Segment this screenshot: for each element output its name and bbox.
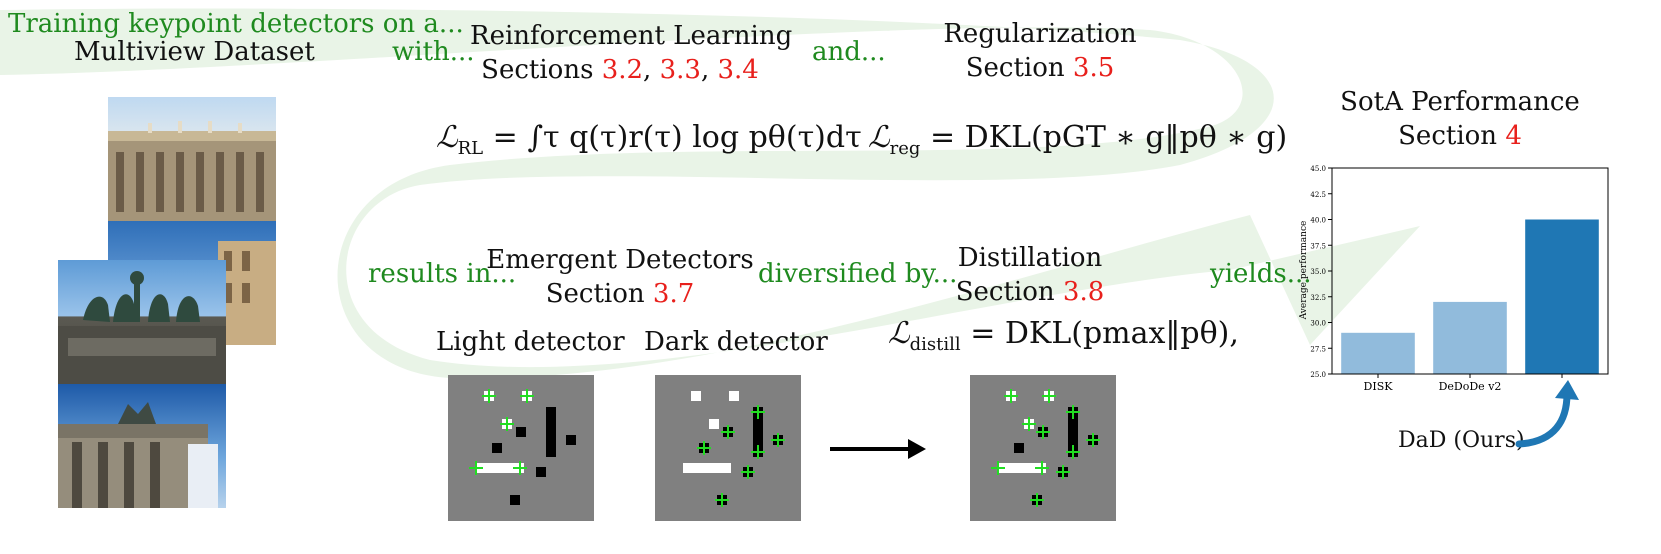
rl-sections: Sections 3.2, 3.3, 3.4 bbox=[481, 55, 759, 85]
rl-formula-rhs: = ∫τ q(τ)r(τ) log pθ(τ)dτ bbox=[492, 120, 862, 155]
basilica-facade-icon bbox=[108, 121, 276, 221]
distill-formula: ℒdistill = DKL(pmax‖pθ), bbox=[888, 316, 1239, 355]
light-detector-label: Light detector bbox=[436, 327, 625, 357]
emergent-section: Section 3.7 bbox=[480, 278, 760, 310]
reg-ref: 3.5 bbox=[1072, 53, 1115, 83]
reg-title: Regularization bbox=[943, 19, 1137, 49]
sota-section-prefix: Section bbox=[1398, 121, 1498, 151]
ours-arrow-icon bbox=[1515, 380, 1579, 448]
chart-bar-0 bbox=[1341, 332, 1415, 374]
dark-detector-shapes bbox=[683, 391, 785, 507]
chart-ytick-label-1: 27.5 bbox=[1310, 345, 1326, 353]
emergent-section-prefix: Section bbox=[545, 279, 645, 309]
rl-sections-prefix: Sections bbox=[481, 55, 594, 85]
chart-ytick-label-5: 37.5 bbox=[1310, 242, 1326, 250]
sota-ref: 4 bbox=[1505, 121, 1522, 151]
dataset-title: Multiview Dataset bbox=[74, 37, 315, 67]
photo-quadriga bbox=[58, 260, 226, 384]
chart-bar-2 bbox=[1525, 219, 1599, 374]
rl-formula-sub: RL bbox=[457, 138, 484, 159]
distill-ref: 3.8 bbox=[1062, 277, 1105, 307]
chart-ytick-label-8: 45.0 bbox=[1310, 165, 1326, 173]
distill-formula-rhs: = DKL(pmax‖pθ), bbox=[970, 316, 1239, 351]
sota-section: Section 4 bbox=[1330, 120, 1590, 152]
chart-ytick-label-2: 30.0 bbox=[1310, 320, 1326, 328]
brandenburg-gate-icon bbox=[58, 402, 218, 508]
light-detector-panel bbox=[448, 375, 594, 521]
rl-ref-2: 3.3 bbox=[659, 55, 701, 85]
flow-band-shape bbox=[0, 8, 1420, 379]
dataset-green-label: Training keypoint detectors on a... bbox=[8, 9, 464, 39]
chart-ylabel: Average performance bbox=[1299, 221, 1309, 321]
photo-basilica bbox=[108, 97, 276, 221]
chart-ytick-label-6: 40.0 bbox=[1310, 217, 1326, 225]
chart-frame bbox=[1331, 167, 1609, 375]
rl-formula: ℒRL = ∫τ q(τ)r(τ) log pθ(τ)dτ bbox=[436, 120, 862, 159]
rl-ref-3: 3.4 bbox=[717, 55, 759, 85]
chart-ytick-label-0: 25.0 bbox=[1310, 371, 1326, 379]
connector-diversified-by: diversified by... bbox=[758, 259, 958, 289]
reg-section-prefix: Section bbox=[965, 53, 1065, 83]
reg-section: Section 3.5 bbox=[890, 52, 1190, 84]
emergent-title: Emergent Detectors bbox=[486, 245, 754, 275]
ours-label: DaD (Ours) bbox=[1398, 428, 1525, 453]
rl-ref-1: 3.2 bbox=[601, 55, 644, 85]
reg-formula-sub: reg bbox=[889, 138, 921, 159]
chart-bar-1 bbox=[1433, 301, 1507, 374]
distilled-detector-panel bbox=[970, 375, 1116, 521]
distill-arrow-icon bbox=[830, 439, 926, 459]
rl-formula-lhs: ℒ bbox=[436, 120, 458, 155]
chart-ytick-label-4: 35.0 bbox=[1310, 268, 1326, 276]
connector-yields: yields... bbox=[1210, 259, 1312, 289]
reg-formula-lhs: ℒ bbox=[868, 120, 890, 155]
distill-section-prefix: Section bbox=[955, 277, 1055, 307]
connector-and: and... bbox=[812, 37, 886, 67]
photo-gate bbox=[58, 384, 226, 508]
chart-xtick-label-1: DeDoDe v2 bbox=[1439, 380, 1502, 393]
chart-xtick-label-0: DISK bbox=[1364, 380, 1394, 393]
dark-detector-label: Dark detector bbox=[644, 327, 828, 357]
connector-results-in: results in... bbox=[368, 259, 517, 289]
distill-section: Section 3.8 bbox=[900, 276, 1160, 308]
sota-title: SotA Performance bbox=[1340, 87, 1580, 117]
reg-formula: ℒreg = DKL(pGT ∗ g‖pθ ∗ g) bbox=[868, 120, 1287, 159]
quadriga-icon bbox=[58, 271, 226, 384]
distill-formula-lhs: ℒ bbox=[888, 316, 910, 351]
distill-formula-sub: distill bbox=[909, 334, 961, 355]
bar-chart: Average performance 25.0 27.5 30.0 32.5 35.0… bbox=[1299, 165, 1609, 393]
light-detector-shapes bbox=[469, 389, 576, 505]
distill-title: Distillation bbox=[957, 243, 1103, 273]
reg-formula-rhs: = DKL(pGT ∗ g‖pθ ∗ g) bbox=[929, 120, 1288, 155]
emergent-ref: 3.7 bbox=[652, 279, 695, 309]
chart-ytick-label-7: 42.5 bbox=[1310, 191, 1326, 199]
dark-detector-panel bbox=[655, 375, 801, 521]
chart-ytick-label-3: 32.5 bbox=[1310, 294, 1326, 302]
connector-with: with... bbox=[392, 37, 475, 67]
distilled-detector-shapes bbox=[991, 389, 1100, 507]
rl-title: Reinforcement Learning bbox=[470, 21, 793, 51]
